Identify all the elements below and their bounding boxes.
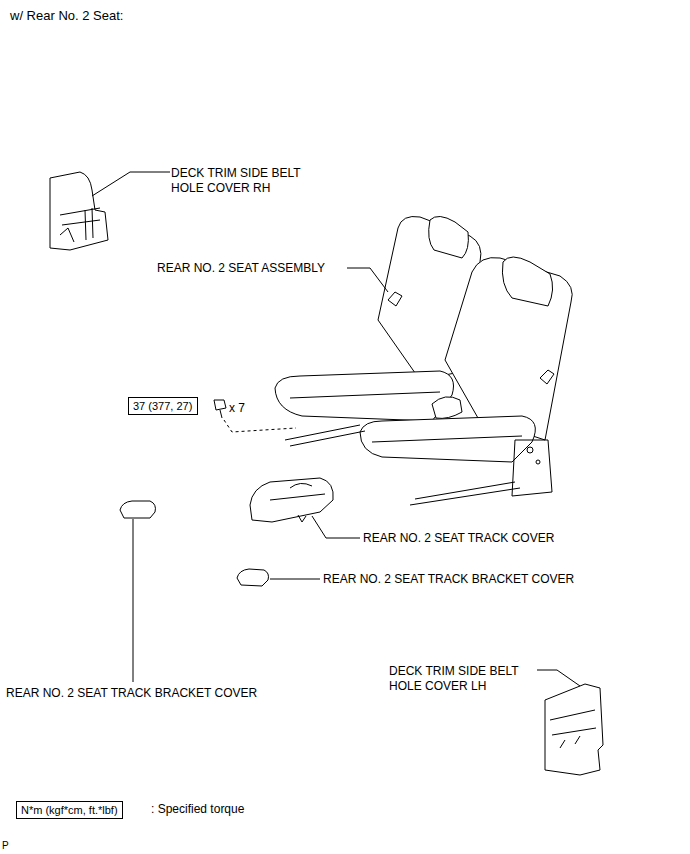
- page-mark: P: [2, 838, 9, 853]
- part-name: REAR NO. 2 SEAT ASSEMBLY: [157, 261, 325, 276]
- part-name: REAR NO. 2 SEAT TRACK BRACKET COVER: [323, 572, 574, 587]
- note-heading: w/ Rear No. 2 Seat:: [10, 8, 123, 23]
- torque-value: 37 (377, 27): [133, 400, 192, 412]
- torque-box: 37 (377, 27): [128, 397, 198, 415]
- torque-legend-box: N*m (kgf*cm, ft.*lbf): [16, 801, 123, 819]
- part-name: REAR NO. 2 SEAT TRACK BRACKET COVER: [6, 686, 257, 701]
- quantity-label: x 7: [229, 401, 245, 416]
- part-name: DECK TRIM SIDE BELT HOLE COVER RH: [171, 166, 321, 196]
- legend-text: : Specified torque: [151, 802, 244, 817]
- torque-value: N*m (kgf*cm, ft.*lbf): [21, 804, 118, 816]
- part-name: REAR NO. 2 SEAT TRACK COVER: [363, 531, 554, 546]
- part-name: DECK TRIM SIDE BELT HOLE COVER LH: [389, 664, 539, 694]
